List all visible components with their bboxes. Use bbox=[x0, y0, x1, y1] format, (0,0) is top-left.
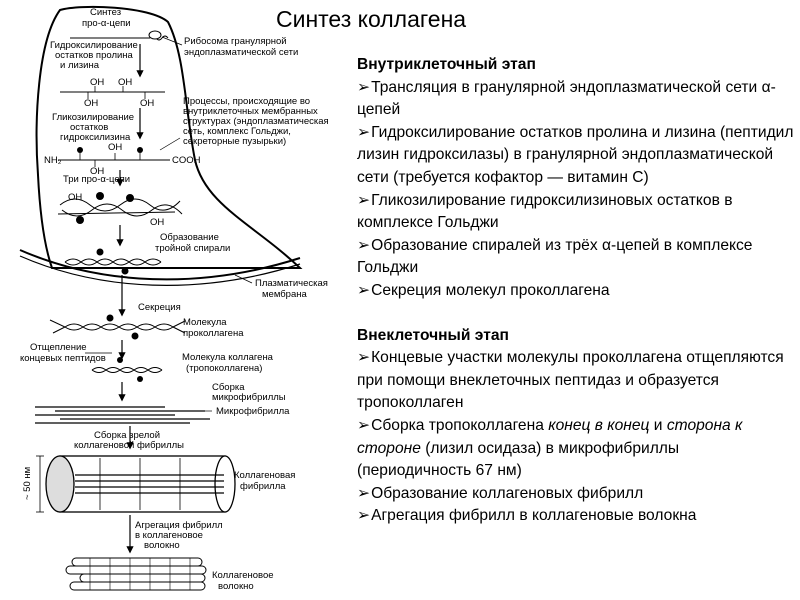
svg-text:Гликозилирование: Гликозилирование bbox=[52, 112, 134, 123]
microfibril-icon bbox=[35, 406, 210, 424]
list-item: Образование коллагеновых фибрилл bbox=[357, 483, 797, 506]
intracellular-list: Трансляция в гранулярной эндоплазматичес… bbox=[357, 77, 797, 303]
list-item: Агрегация фибрилл в коллагеновые волокна bbox=[357, 505, 797, 528]
svg-text:Коллагеновое: Коллагеновое bbox=[212, 570, 274, 581]
svg-text:Агрегация фибрилл: Агрегация фибрилл bbox=[135, 520, 223, 531]
svg-text:OH: OH bbox=[90, 166, 104, 177]
svg-text:фибрилла: фибрилла bbox=[240, 481, 286, 492]
svg-text:проколлагена: проколлагена bbox=[183, 328, 244, 339]
svg-text:и лизина: и лизина bbox=[60, 60, 100, 71]
svg-text:тройной спирали: тройной спирали bbox=[155, 243, 230, 254]
svg-text:Гидроксилирование: Гидроксилирование bbox=[50, 40, 138, 51]
collagen-fiber-icon bbox=[65, 557, 207, 591]
list-item: Сборка тропоколлагена конец в конец и ст… bbox=[357, 415, 797, 483]
svg-text:OH: OH bbox=[140, 98, 154, 109]
svg-text:~ 50 нм: ~ 50 нм bbox=[22, 467, 33, 500]
collagen-fibril-icon bbox=[45, 455, 236, 513]
plasma-membrane bbox=[19, 249, 301, 281]
svg-text:Секреция: Секреция bbox=[138, 302, 181, 313]
list-item: Образование спиралей из трёх α-цепей в к… bbox=[357, 235, 797, 280]
svg-text:микрофибриллы: микрофибриллы bbox=[212, 392, 286, 403]
svg-text:Отщепление: Отщепление bbox=[30, 342, 87, 353]
ribosome-icon bbox=[148, 30, 162, 40]
svg-text:Коллагеновая: Коллагеновая bbox=[234, 470, 295, 481]
svg-text:OH: OH bbox=[150, 217, 164, 228]
text-panel: Внутриклеточный этап Трансляция в гранул… bbox=[357, 54, 797, 528]
svg-text:волокно: волокно bbox=[218, 581, 254, 592]
slide-title: Синтез коллагена bbox=[276, 6, 467, 32]
list-item: Гидроксилирование остатков пролина и лиз… bbox=[357, 122, 797, 190]
svg-text:OH: OH bbox=[108, 142, 122, 153]
intracellular-heading: Внутриклеточный этап bbox=[357, 56, 536, 73]
svg-text:Процессы, происходящие во: Процессы, происходящие во bbox=[183, 96, 310, 107]
svg-text:Микрофибрилла: Микрофибрилла bbox=[216, 406, 290, 417]
svg-text:остатков: остатков bbox=[70, 122, 108, 133]
list-item: Гликозилирование гидроксилизиновых остат… bbox=[357, 190, 797, 235]
svg-text:Плазматическая: Плазматическая bbox=[255, 278, 328, 289]
svg-text:эндоплазматической сети: эндоплазматической сети bbox=[184, 47, 298, 58]
svg-text:волокно: волокно bbox=[144, 540, 180, 551]
svg-text:OH: OH bbox=[68, 192, 82, 203]
list-item: Секреция молекул проколлагена bbox=[357, 280, 797, 303]
svg-text:Три про-α-цепи: Три про-α-цепи bbox=[63, 174, 130, 185]
svg-text:мембрана: мембрана bbox=[262, 289, 307, 300]
svg-text:секреторные пузырьки): секреторные пузырьки) bbox=[183, 136, 286, 147]
collagen-synthesis-diagram: Синтез про-α-цепи Рибосома гранулярной э… bbox=[19, 5, 329, 592]
svg-text:структурах (эндоплазматическая: структурах (эндоплазматическая bbox=[183, 116, 329, 127]
svg-text:OH: OH bbox=[118, 77, 132, 88]
label-synthesis: Синтез bbox=[90, 7, 121, 18]
svg-text:Молекула коллагена: Молекула коллагена bbox=[182, 352, 274, 363]
svg-text:сеть, комплекс Гольджи,: сеть, комплекс Гольджи, bbox=[183, 126, 291, 137]
svg-text:остатков пролина: остатков пролина bbox=[55, 50, 134, 61]
svg-text:Образование: Образование bbox=[160, 232, 219, 243]
svg-text:Сборка: Сборка bbox=[212, 382, 245, 393]
svg-text:NH₂: NH₂ bbox=[44, 155, 62, 166]
list-item: Концевые участки молекулы проколлагена о… bbox=[357, 347, 797, 415]
extracellular-heading: Внеклеточный этап bbox=[357, 326, 509, 344]
svg-text:гидроксилизина: гидроксилизина bbox=[60, 132, 131, 143]
svg-text:(тропоколлагена): (тропоколлагена) bbox=[186, 363, 262, 374]
svg-text:коллагеновой фибриллы: коллагеновой фибриллы bbox=[74, 440, 184, 451]
svg-text:Сборка зрелой: Сборка зрелой bbox=[94, 430, 160, 441]
svg-text:Рибосома гранулярной: Рибосома гранулярной bbox=[184, 36, 287, 47]
svg-text:COOH: COOH bbox=[172, 155, 201, 166]
svg-text:внутриклеточных мембранных: внутриклеточных мембранных bbox=[183, 106, 318, 117]
label-pro-chain: про-α-цепи bbox=[82, 18, 131, 29]
svg-text:Молекула: Молекула bbox=[183, 317, 227, 328]
cell-outline bbox=[35, 5, 303, 269]
svg-text:концевых пептидов: концевых пептидов bbox=[20, 353, 106, 364]
svg-text:в коллагеновое: в коллагеновое bbox=[135, 530, 203, 541]
extracellular-list: Концевые участки молекулы проколлагена о… bbox=[357, 347, 797, 528]
list-item: Трансляция в гранулярной эндоплазматичес… bbox=[357, 77, 797, 122]
svg-text:OH: OH bbox=[84, 98, 98, 109]
svg-text:OH: OH bbox=[90, 77, 104, 88]
